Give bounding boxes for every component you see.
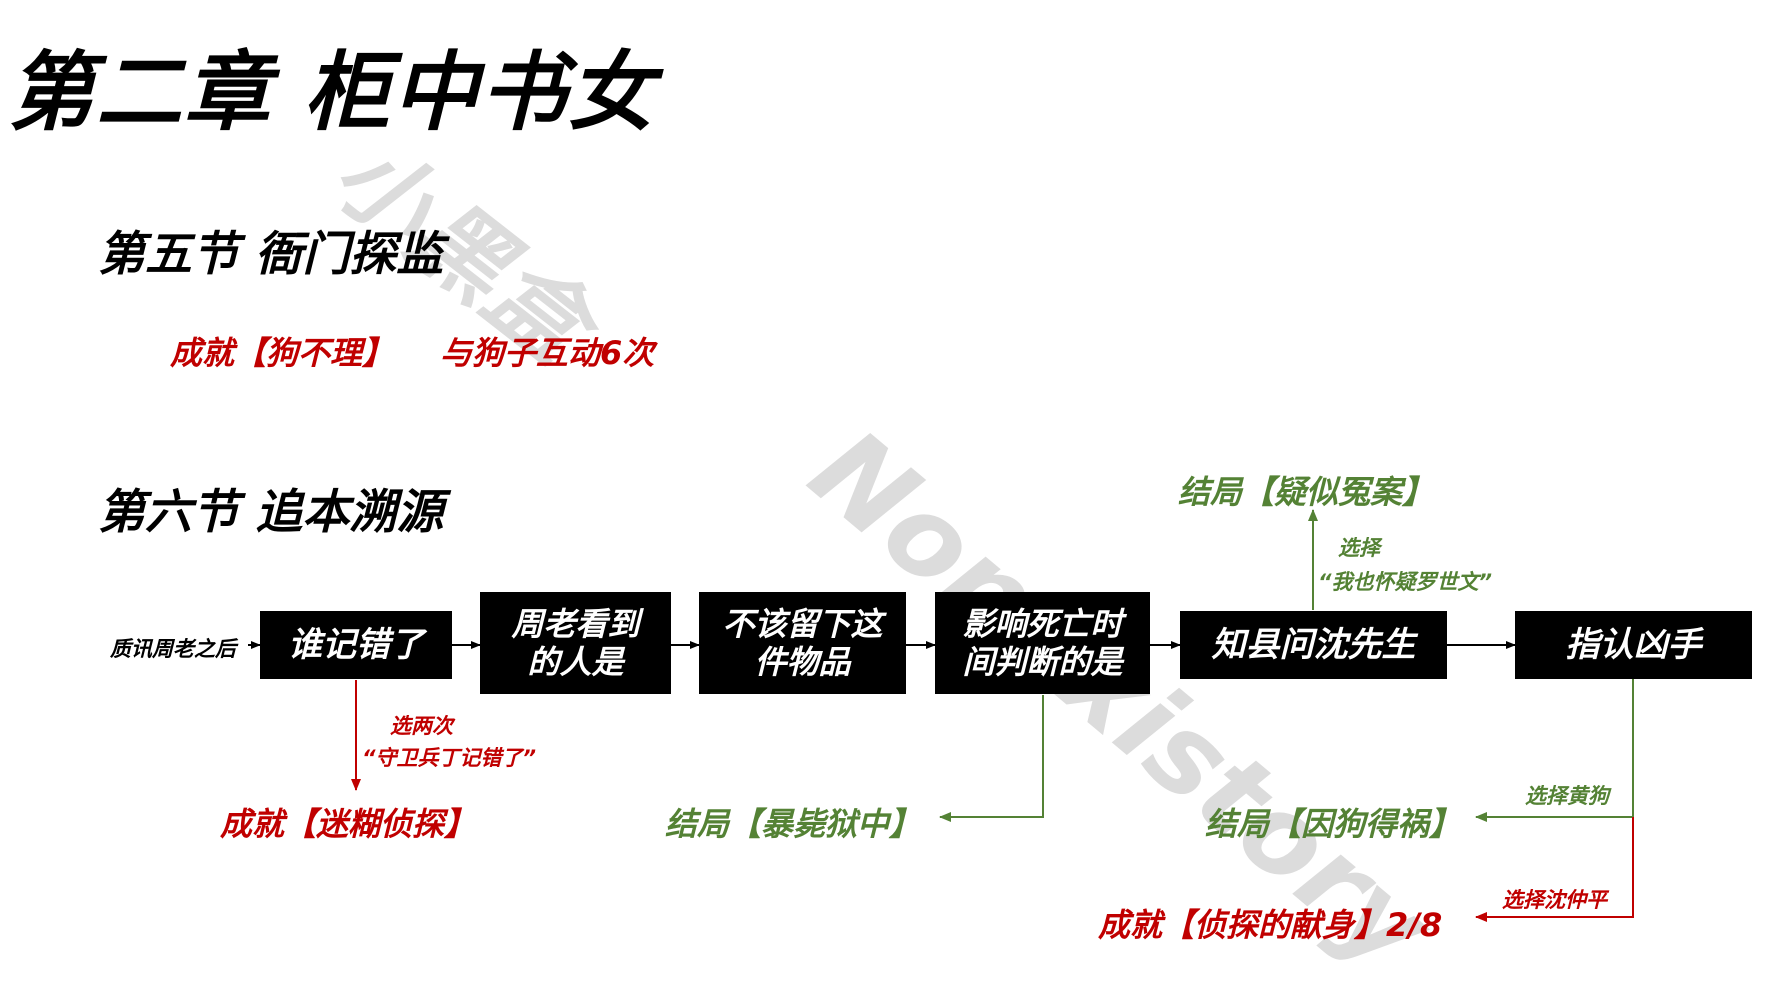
branch-magistrate-condition-1: 选择: [1338, 536, 1380, 560]
arrow-time-branch: [939, 695, 1044, 822]
section-5-heading: 第五节 衙门探监: [98, 227, 444, 282]
node-who-remembered-wrong: 谁记错了: [260, 611, 452, 679]
section-5-achievement: 成就【狗不理】: [170, 334, 395, 372]
arrow-culprit-shen: [1475, 817, 1634, 922]
node-old-zhou-saw: 周老看到 的人是: [480, 592, 671, 694]
branch-culprit-shen-result: 成就【侦探的献身】2/8: [1098, 906, 1443, 944]
branch-who-condition-2: “守卫兵丁记错了”: [362, 746, 537, 770]
node-identify-culprit: 指认凶手: [1515, 611, 1752, 679]
node-time-of-death: 影响死亡时 间判断的是: [935, 592, 1150, 694]
branch-culprit-dog-condition: 选择黄狗: [1525, 784, 1609, 808]
branch-who-result: 成就【迷糊侦探】: [220, 805, 477, 843]
branch-culprit-shen-condition: 选择沈仲平: [1502, 888, 1607, 912]
branch-magistrate-condition-2: “我也怀疑罗世文”: [1318, 570, 1493, 594]
section-6-heading: 第六节 追本溯源: [98, 485, 444, 540]
branch-who-condition-1: 选两次: [390, 714, 453, 738]
branch-culprit-dog-result: 结局【因狗得祸】: [1205, 805, 1462, 843]
node-magistrate-asks: 知县问沈先生: [1180, 611, 1447, 679]
branch-magistrate-result: 结局【疑似冤案】: [1178, 473, 1435, 511]
flow-start-label: 质讯周老之后: [110, 637, 236, 661]
branch-time-result: 结局【暴毙狱中】: [665, 805, 922, 843]
section-5-condition: 与狗子互动6次: [440, 334, 655, 372]
page-title: 第二章 柜中书女: [8, 43, 656, 143]
node-should-not-leave-item: 不该留下这 件物品: [699, 592, 906, 694]
